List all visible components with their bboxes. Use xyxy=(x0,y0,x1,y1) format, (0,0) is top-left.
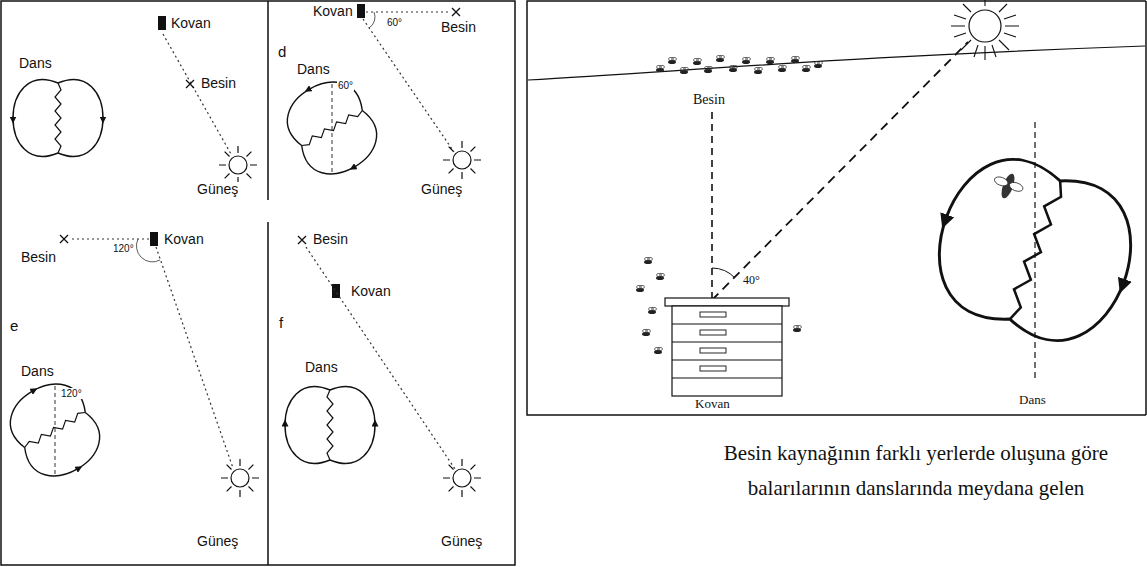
panel-one xyxy=(13,16,257,184)
angle-label: 60° xyxy=(337,80,354,91)
angle-arc xyxy=(369,12,375,28)
dance-figure xyxy=(285,387,375,464)
sun-symbol xyxy=(443,459,481,497)
angle-label: 40° xyxy=(742,274,761,287)
landscape-scene xyxy=(528,0,1147,396)
dance-figure xyxy=(919,142,1147,358)
sun-direction-line xyxy=(712,42,968,300)
sun-symbol xyxy=(221,459,259,497)
panel-letter: f xyxy=(278,315,284,332)
dance-label: Dans xyxy=(296,62,331,77)
food-label: Besin xyxy=(200,76,237,91)
food-label: Besin xyxy=(440,20,477,35)
sun-label: Güneş xyxy=(196,182,239,197)
panel-letter: e xyxy=(9,318,19,335)
hive-mark xyxy=(357,4,365,18)
hive-mark xyxy=(332,284,340,298)
angle-arc xyxy=(136,239,160,262)
direction-line xyxy=(156,247,233,468)
sun-label: Güneş xyxy=(196,534,239,549)
hive-mark xyxy=(158,16,166,30)
horizon-line xyxy=(528,46,1145,80)
hive-label: Kovan xyxy=(170,16,212,31)
panel-frame xyxy=(1,1,515,565)
food-direction-line xyxy=(711,112,713,300)
dance-label: Dans xyxy=(18,56,53,71)
reference-line xyxy=(332,84,333,172)
hive-label: Kovan xyxy=(350,284,392,299)
dancing-bee xyxy=(989,169,1026,204)
dance-label: Dans xyxy=(304,360,339,375)
angle-label: 60° xyxy=(386,17,403,28)
food-mark xyxy=(452,8,460,16)
panel-e xyxy=(0,232,259,497)
sun-label: Güneş xyxy=(440,534,483,549)
food-label: Besin xyxy=(20,250,57,265)
angle-label: 120° xyxy=(60,388,83,399)
panel-letter: d xyxy=(277,44,287,61)
sun-symbol xyxy=(951,0,1019,60)
food-label: Besin xyxy=(312,232,349,247)
direction-line xyxy=(70,238,149,239)
hive-label: Kovan xyxy=(312,4,354,19)
dance-label: Dans xyxy=(1018,393,1047,407)
dance-figure xyxy=(13,80,103,157)
panel-f xyxy=(285,236,481,497)
food-mark xyxy=(186,80,194,88)
beehive xyxy=(636,257,802,396)
food-mark xyxy=(60,235,68,243)
angle-arc xyxy=(712,268,735,278)
dance-label: Dans xyxy=(20,364,55,379)
sun-label: Güneş xyxy=(420,182,463,197)
figure-caption: Besin kaynağının farklı yerlerde oluşuna… xyxy=(690,436,1142,505)
dance-figure xyxy=(0,372,111,488)
panel-d xyxy=(276,4,481,186)
angle-label: 120° xyxy=(112,243,135,254)
direction-line xyxy=(163,34,231,154)
dance-figure xyxy=(276,70,388,186)
reference-line xyxy=(1034,122,1035,378)
hive-mark xyxy=(150,232,158,246)
bee-swarm xyxy=(656,55,823,74)
sun-symbol xyxy=(219,146,257,184)
panel-frame xyxy=(1145,1,1147,415)
reference-line xyxy=(55,386,56,474)
panel-frame xyxy=(527,1,1146,415)
sun-symbol xyxy=(443,141,481,179)
panel-divider xyxy=(267,1,269,565)
food-label: Besin xyxy=(692,92,726,107)
hive-label: Kovan xyxy=(163,232,205,247)
direction-line xyxy=(306,247,455,469)
hive-label: Kovan xyxy=(694,397,731,411)
food-mark xyxy=(298,236,306,244)
direction-line xyxy=(366,11,450,12)
